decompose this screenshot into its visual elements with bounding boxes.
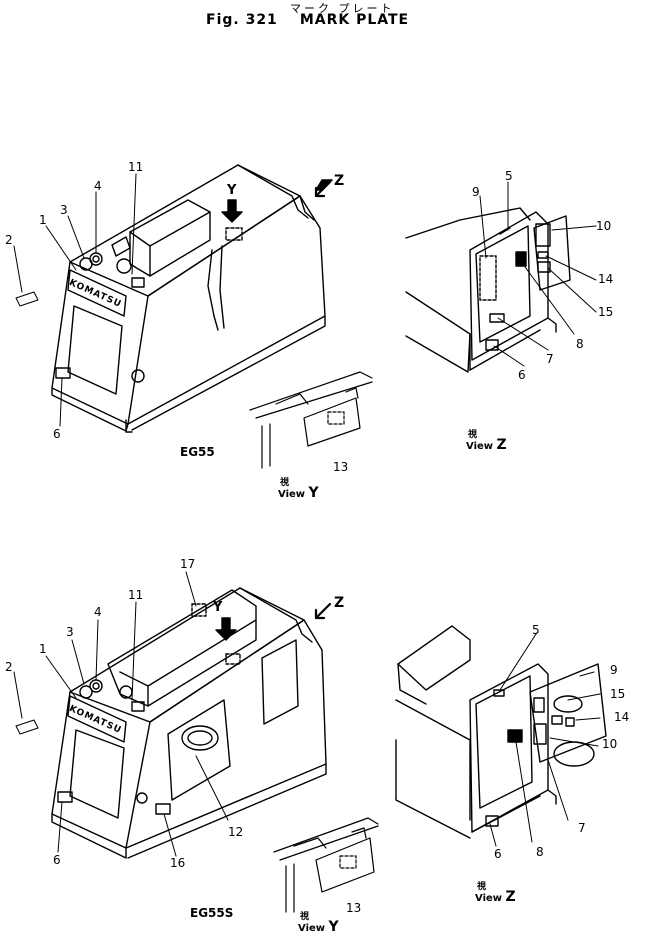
figure-caption: MARK PLATE	[299, 12, 410, 28]
view-y-letter-lower: Y	[328, 919, 339, 935]
callout-4-lower: 4	[94, 605, 102, 619]
model-label-eg55: EG55	[180, 445, 215, 459]
callout-1-lower: 1	[39, 642, 47, 656]
callout-5-z: 5	[505, 169, 513, 183]
callout-7-lower-z: 7	[578, 821, 586, 835]
view-y-text-lower: View	[298, 923, 326, 934]
callout-9-z: 9	[472, 185, 480, 199]
view-y-jp-upper: 視	[280, 478, 290, 488]
eg55s-view-z-leaders	[489, 633, 601, 847]
eg55s-generator-body	[51, 587, 327, 859]
callout-3-lower: 3	[66, 625, 74, 639]
callout-17: 17	[180, 557, 196, 571]
callout-6: 6	[53, 427, 61, 441]
callout-14-lower-z: 14	[614, 710, 630, 724]
model-label-eg55s: EG55S	[190, 906, 234, 920]
view-z-label-lower: 視 View Z	[475, 882, 516, 904]
callout-4: 4	[94, 179, 102, 193]
view-y-label-lower: 視 View Y	[298, 912, 339, 934]
eg55-view-z-leaders	[479, 181, 597, 367]
callout-15-lower-z: 15	[610, 687, 626, 701]
eg55s-view-y-detail	[273, 817, 379, 913]
callout-16-lower: 16	[170, 856, 186, 870]
callout-7-z: 7	[546, 352, 554, 366]
callout-5-lower-z: 5	[532, 623, 540, 637]
callout-6-lower: 6	[53, 853, 61, 867]
view-z-jp-lower: 視	[477, 882, 487, 892]
callout-6-z: 6	[518, 368, 526, 382]
callout-15-z: 15	[598, 305, 614, 319]
view-y-jp-lower: 視	[300, 912, 310, 922]
eg55-generator-body	[51, 164, 326, 433]
arrow-y-label-upper: Y	[227, 183, 237, 198]
arrow-z-label-lower: Z	[334, 595, 345, 611]
callout-8-lower-z: 8	[536, 845, 544, 859]
eg55s-leader-lines	[13, 571, 229, 857]
callout-10-z: 10	[596, 219, 612, 233]
view-z-label-upper: 視 View Z	[466, 430, 507, 452]
view-z-letter-lower: Z	[505, 889, 516, 905]
callout-12-lower: 12	[228, 825, 244, 839]
eg55-view-z-detail	[405, 207, 571, 373]
arrow-z-label-upper: Z	[334, 173, 345, 189]
eg55s-direction-arrows	[215, 602, 332, 641]
callout-13-lower: 13	[346, 901, 362, 915]
callout-2: 2	[5, 233, 13, 247]
figure-title-japanese: マーク プレート	[290, 2, 395, 15]
view-z-text-upper: View	[466, 441, 494, 452]
view-y-text-upper: View	[278, 489, 306, 500]
figure-number: Fig. 321	[206, 12, 278, 28]
view-z-letter-upper: Z	[496, 437, 507, 453]
callout-9-lower-z: 9	[610, 663, 618, 677]
view-y-label-upper: 視 View Y	[278, 478, 319, 500]
eg55-leader-lines	[13, 173, 137, 427]
view-z-jp-upper: 視	[468, 430, 478, 440]
callout-11-lower: 11	[128, 588, 144, 602]
view-y-letter-upper: Y	[308, 485, 319, 501]
callout-8-z: 8	[576, 337, 584, 351]
eg55-view-y-detail	[249, 371, 373, 469]
callout-14-z: 14	[598, 272, 614, 286]
callout-3: 3	[60, 203, 68, 217]
arrow-y-label-lower: Y	[213, 600, 223, 615]
callout-13: 13	[333, 460, 349, 474]
callout-2-lower: 2	[5, 660, 13, 674]
figure-title: Fig. 321 MARK PLATE	[206, 12, 409, 28]
callout-1: 1	[39, 213, 47, 227]
eg55-direction-arrows	[221, 179, 333, 223]
callout-10-lower-z: 10	[602, 737, 618, 751]
callout-6-lower-z: 6	[494, 847, 502, 861]
eg55s-view-z-detail	[395, 625, 607, 839]
view-z-text-lower: View	[475, 893, 503, 904]
callout-11: 11	[128, 160, 144, 174]
